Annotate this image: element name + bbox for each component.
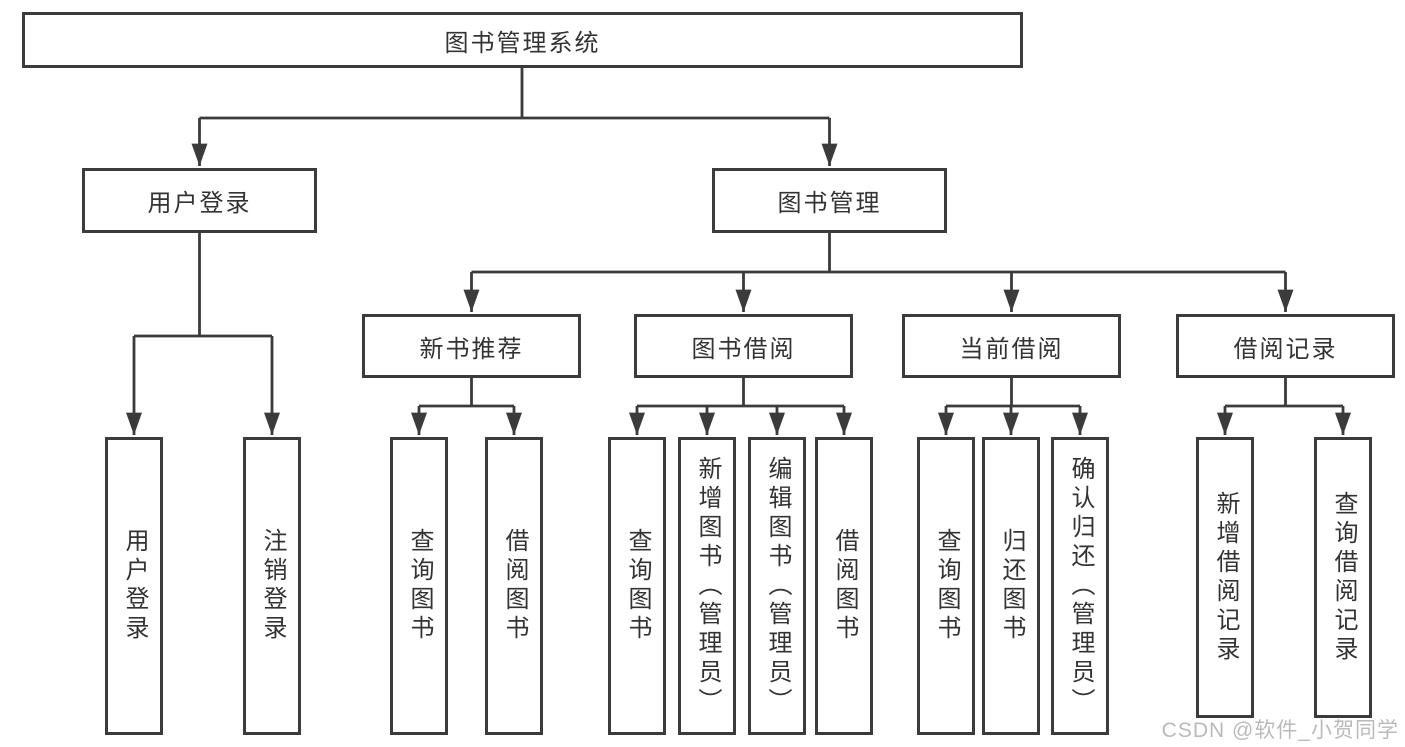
leaf-confirm-return-admin: 确认归还（管理员）: [1051, 437, 1109, 735]
csdn-watermark: CSDN @软件_小贺同学: [1161, 719, 1399, 742]
node-library-management-system: 图书管理系统: [22, 12, 1023, 68]
leaf-borrow-books-2: 借阅图书: [815, 437, 873, 735]
node-new-book-recommendation: 新书推荐: [362, 314, 581, 378]
node-book-borrowing: 图书借阅: [634, 314, 853, 378]
leaf-edit-book-admin: 编辑图书（管理员）: [748, 437, 806, 735]
leaf-query-borrow-record: 查询借阅记录: [1314, 437, 1372, 718]
leaf-logout: 注销登录: [243, 437, 301, 735]
leaf-query-books-3: 查询图书: [917, 437, 975, 735]
node-current-borrowing: 当前借阅: [902, 314, 1121, 378]
leaf-add-book-admin: 新增图书（管理员）: [678, 437, 736, 735]
leaf-query-books-1: 查询图书: [390, 437, 448, 735]
leaf-borrow-books-1: 借阅图书: [485, 437, 543, 735]
leaf-query-books-2: 查询图书: [608, 437, 666, 735]
node-borrowing-records: 借阅记录: [1176, 314, 1395, 378]
node-user-login: 用户登录: [82, 168, 317, 233]
leaf-return-books: 归还图书: [982, 437, 1040, 735]
leaf-add-borrow-record: 新增借阅记录: [1196, 437, 1254, 718]
leaf-user-login: 用户登录: [105, 437, 163, 735]
node-book-management: 图书管理: [712, 168, 947, 233]
